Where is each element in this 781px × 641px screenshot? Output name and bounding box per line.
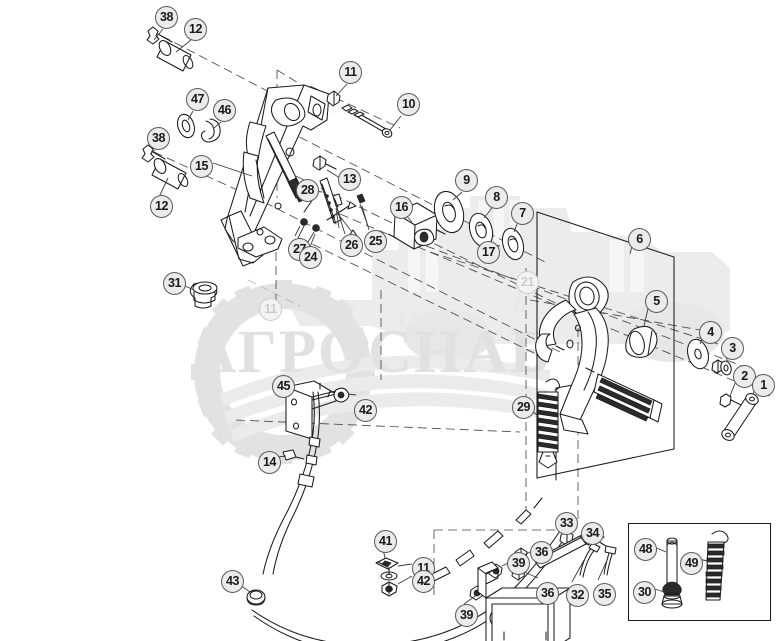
- part-35-rod: [603, 545, 617, 576]
- part-13-pin: [312, 155, 337, 171]
- part-42-upper-nut: [327, 387, 350, 403]
- part-45-cable-bracket: [285, 380, 337, 440]
- part-31-plug: [189, 281, 218, 309]
- part-42-lower-nut: [381, 581, 398, 597]
- part-32-rod: [579, 542, 601, 578]
- part-27-pin: [294, 218, 308, 237]
- part-8-washer: [468, 212, 494, 248]
- part-linkage-arrow: [326, 201, 358, 237]
- part-7-washer: [501, 227, 525, 261]
- detail-inset-box: [628, 523, 771, 621]
- part-24-pin: [307, 224, 320, 243]
- part-10-rod: [341, 104, 393, 138]
- part-49-spring-inset: [705, 530, 729, 601]
- part-5-bushing: [625, 325, 658, 358]
- part-43-grommet: [246, 589, 266, 606]
- part-3-nut: [711, 359, 732, 376]
- part-21-faint-detail: [515, 284, 525, 312]
- part-12-upper-bushing: [156, 40, 194, 72]
- part-48-pin-inset: [666, 537, 678, 584]
- part-38-upper-bolt: [146, 26, 173, 45]
- part-15-lever-handle-assembly: [220, 84, 330, 267]
- part-36-lower-pin: [511, 565, 526, 581]
- part-29-tension-spring: [537, 378, 560, 469]
- part-14-control-cable: [262, 391, 321, 575]
- pedal-arm-assembly: [535, 276, 663, 435]
- part-41-clip: [375, 557, 399, 570]
- part-4-washer: [687, 338, 709, 370]
- part-26-clip: [332, 193, 343, 229]
- part-12-lower-bushing: [151, 158, 189, 190]
- part-2-bolt: [719, 393, 744, 408]
- part-9-washer: [433, 190, 465, 234]
- alignment-axes: [153, 35, 771, 596]
- part-46-retaining-clip: [200, 118, 221, 143]
- leader-lines: [149, 28, 758, 605]
- part-36-upper-pin: [513, 547, 528, 563]
- part-47-washer: [177, 113, 195, 139]
- part-11-lower-pin: [380, 567, 398, 581]
- part-30-nut-inset: [661, 581, 683, 609]
